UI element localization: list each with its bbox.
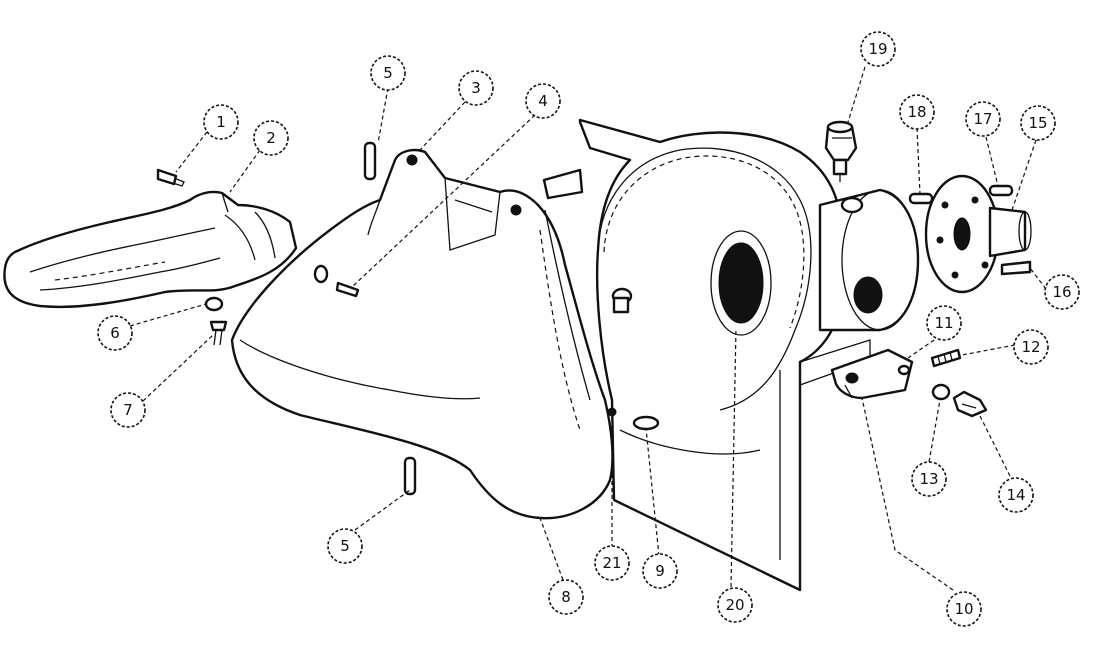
part-washer-13 (931, 383, 951, 401)
part-bracket (830, 348, 914, 400)
part-grease-fitting (824, 120, 858, 182)
svg-text:6: 6 (110, 324, 120, 342)
callout-1: 1 (203, 104, 239, 140)
svg-text:18: 18 (907, 103, 926, 121)
svg-text:1: 1 (216, 113, 226, 131)
svg-text:5: 5 (383, 64, 393, 82)
svg-text:2: 2 (266, 129, 276, 147)
callout-4: 4 (525, 83, 561, 119)
part-pin-bottom (403, 456, 417, 496)
callout-8: 8 (548, 579, 584, 615)
part-hopper (230, 148, 614, 520)
part-flange (924, 174, 1032, 294)
svg-text:19: 19 (868, 40, 887, 58)
callout-2: 2 (253, 120, 289, 156)
part-washer-6 (204, 296, 224, 312)
callout-19: 19 (860, 31, 896, 67)
part-key-18 (908, 192, 934, 205)
callout-11: 11 (926, 305, 962, 341)
part-key-17 (988, 184, 1014, 197)
callout-6: 6 (97, 315, 133, 351)
callout-3: 3 (458, 70, 494, 106)
part-bolt-14 (952, 390, 988, 418)
svg-text:10: 10 (954, 600, 973, 618)
part-main-housing (542, 118, 871, 592)
svg-text:12: 12 (1021, 338, 1040, 356)
leader-lines (129, 66, 1047, 591)
svg-text:17: 17 (973, 110, 992, 128)
callout-15: 15 (1020, 105, 1056, 141)
svg-text:4: 4 (538, 92, 548, 110)
part-spring (930, 348, 962, 368)
callout-18: 18 (899, 94, 935, 130)
callout-7: 7 (110, 392, 146, 428)
svg-text:9: 9 (655, 562, 665, 580)
svg-text:5: 5 (340, 537, 350, 555)
svg-text:21: 21 (602, 554, 621, 572)
callout-5-top: 5 (370, 55, 406, 91)
svg-text:20: 20 (725, 596, 744, 614)
part-screw-16 (1000, 260, 1032, 276)
callout-10: 10 (946, 591, 982, 627)
callout-17: 17 (965, 101, 1001, 137)
svg-text:14: 14 (1006, 486, 1025, 504)
svg-text:7: 7 (123, 401, 133, 419)
callout-14: 14 (998, 477, 1034, 513)
part-handle (3, 190, 298, 309)
callout-20: 20 (717, 587, 753, 623)
callout-16: 16 (1044, 274, 1080, 310)
callout-21: 21 (594, 545, 630, 581)
part-screw-top (156, 168, 185, 187)
svg-text:15: 15 (1028, 114, 1047, 132)
svg-text:3: 3 (471, 79, 481, 97)
callout-12: 12 (1013, 329, 1049, 365)
part-screw-7 (209, 320, 228, 346)
callout-5-bottom: 5 (327, 528, 363, 564)
svg-text:13: 13 (919, 470, 938, 488)
callout-9: 9 (642, 553, 678, 589)
part-pin-top (363, 141, 377, 181)
part-bearing-hub (818, 188, 920, 332)
svg-text:8: 8 (561, 588, 571, 606)
svg-text:11: 11 (934, 314, 953, 332)
svg-text:16: 16 (1052, 283, 1071, 301)
callout-13: 13 (911, 461, 947, 497)
